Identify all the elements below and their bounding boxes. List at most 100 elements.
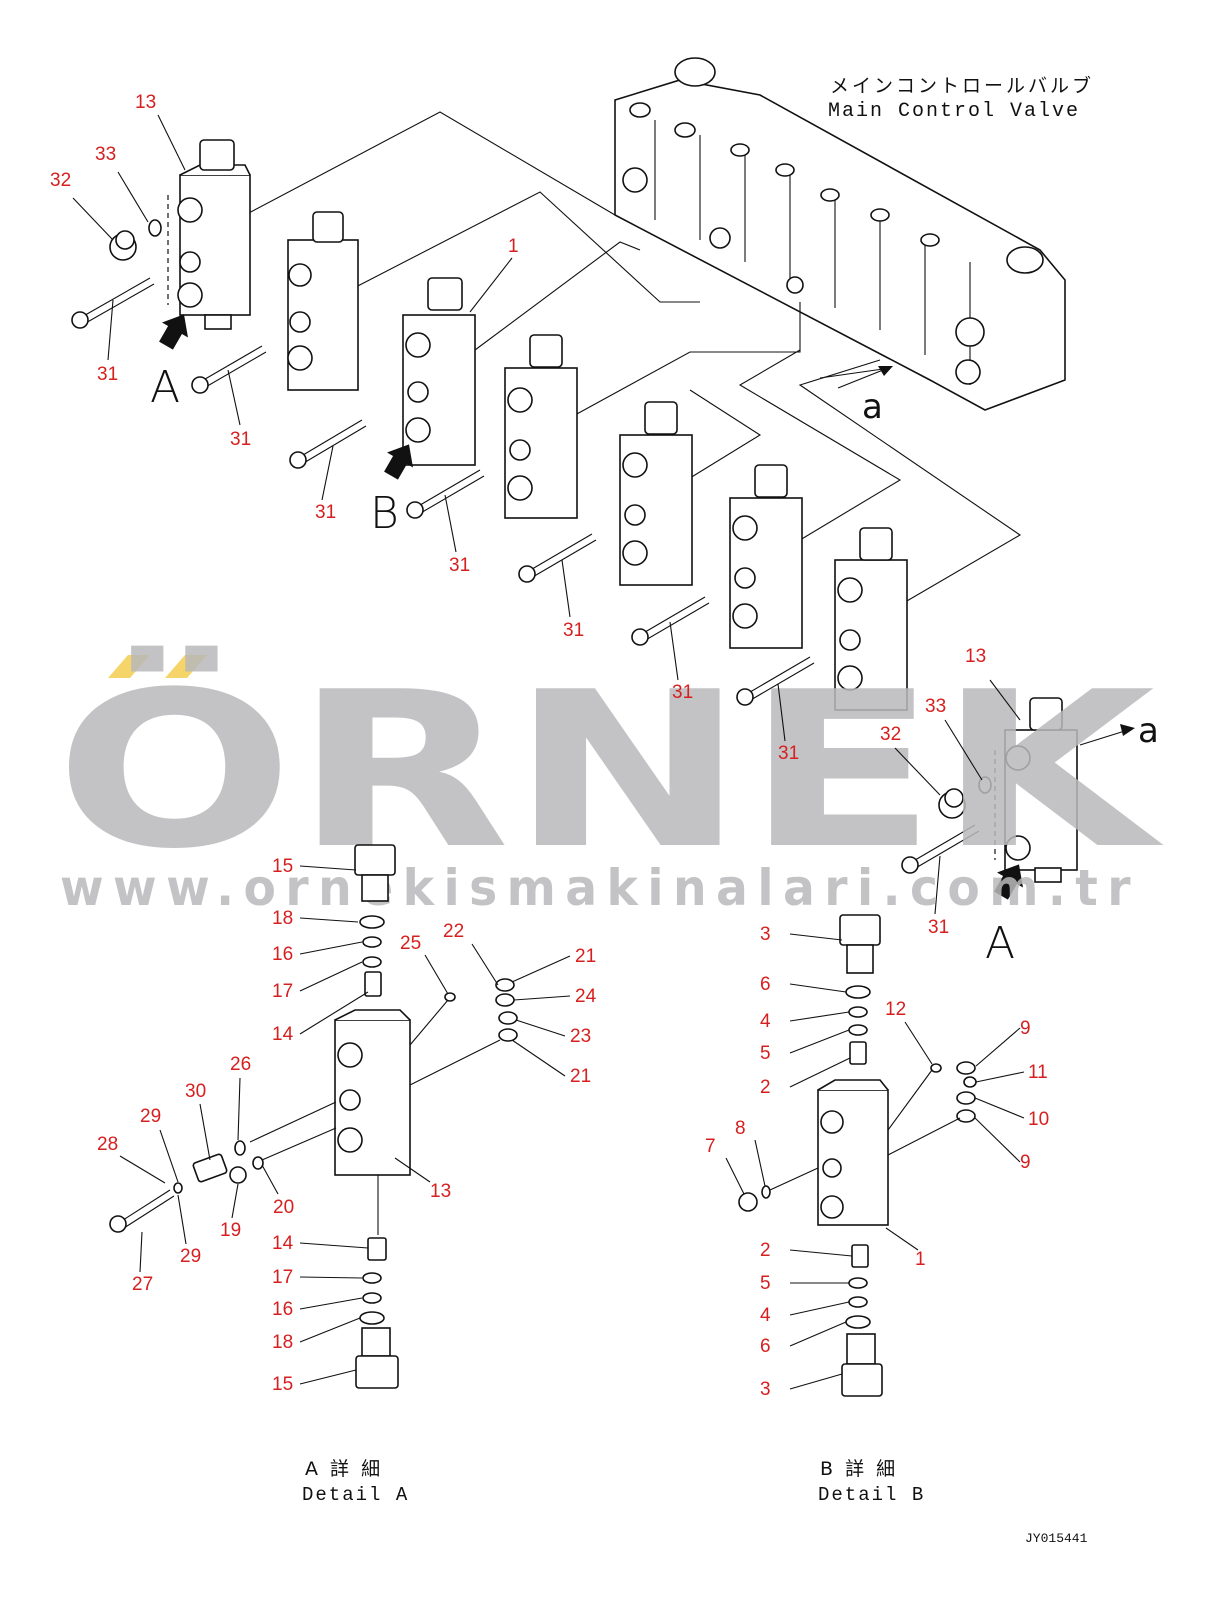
callout: 17: [272, 981, 293, 1002]
valve-block-6: [729, 464, 803, 649]
bolt-31-c: [289, 419, 367, 469]
callout: 22: [443, 921, 464, 942]
bolt-31-g: [736, 656, 815, 706]
callout: 13: [430, 1181, 451, 1202]
callout-leaders-detail-b: [725, 933, 1025, 1390]
bolt-31-a: [71, 277, 155, 329]
callout: 31: [449, 555, 470, 576]
watermark: ÖRNEK www.ornekismakinalari.com.tr: [55, 645, 1165, 917]
o-ring-33-right: [978, 776, 992, 794]
view-letter-a-top: a: [862, 387, 883, 427]
callout: 20: [273, 1197, 294, 1218]
callout: 21: [570, 1066, 591, 1087]
detail-b-caption-jp: B 詳 細: [820, 1458, 898, 1480]
watermark-accent-right: [165, 655, 207, 678]
title-jp: メインコントロールバルブ: [830, 74, 1094, 97]
callout: 3: [760, 1379, 771, 1400]
callout: 6: [760, 1336, 771, 1357]
callout: 32: [50, 170, 71, 191]
callout: 26: [230, 1054, 251, 1075]
detail-a-caption-jp: A 詳 細: [305, 1458, 383, 1480]
callout: 12: [885, 999, 906, 1020]
view-letter-a-right: a: [1138, 711, 1159, 751]
callout: 33: [95, 144, 116, 165]
callout: 15: [272, 1374, 293, 1395]
callout: 9: [1020, 1018, 1031, 1039]
plug-32-top: [109, 230, 137, 261]
callout: 16: [272, 1299, 293, 1320]
callout-leaders-detail-a: [119, 865, 571, 1385]
view-arrow-a-right: [1079, 729, 1129, 746]
view-letter-A-top: A: [150, 362, 180, 413]
callout: 29: [140, 1106, 161, 1127]
watermark-brand: ÖRNEK: [55, 645, 1165, 896]
detail-b-assembly: [738, 914, 977, 1397]
callout: 2: [760, 1240, 771, 1261]
view-letter-B: B: [370, 488, 399, 539]
callout: 1: [508, 236, 519, 257]
callout: 6: [760, 974, 771, 995]
callout: 31: [315, 502, 336, 523]
callout: 4: [760, 1011, 771, 1032]
callout: 9: [1020, 1152, 1031, 1173]
callout: 18: [272, 1332, 293, 1353]
callout: 27: [132, 1274, 153, 1295]
leader-lines: [244, 111, 1022, 606]
view-letter-A-right: A: [985, 918, 1015, 969]
callout: 16: [272, 944, 293, 965]
callout: 18: [272, 908, 293, 929]
callout: 31: [97, 364, 118, 385]
callout: 2: [760, 1077, 771, 1098]
callout: 10: [1028, 1109, 1049, 1130]
detail-a-assembly: [109, 844, 518, 1389]
valve-block-2: [287, 211, 359, 391]
drawing-code: JY015441: [1025, 1531, 1088, 1546]
callout: 5: [760, 1273, 771, 1294]
plug-32-right: [938, 788, 966, 819]
valve-block-1: [402, 277, 476, 466]
bolt-31-f: [631, 596, 710, 646]
callout: 31: [778, 743, 799, 764]
callouts-top: 13 33 32 31 31 1 31 31 31 31 31 31 13 33…: [50, 92, 986, 938]
main-control-valve: [614, 57, 1066, 411]
callout: 8: [735, 1118, 746, 1139]
callout: 29: [180, 1246, 201, 1267]
view-arrow-a-top: [837, 367, 889, 389]
callout: 25: [400, 933, 421, 954]
valve-block-7: [834, 527, 908, 711]
valve-block-4: [504, 334, 578, 519]
callout: 24: [575, 986, 597, 1007]
callout: 19: [220, 1220, 241, 1241]
callout: 31: [928, 917, 949, 938]
callouts-detail-a: 15 18 16 17 14 25 22 21 24 23 21 26 30 2…: [97, 856, 597, 1395]
callout: 28: [97, 1134, 118, 1155]
callout: 4: [760, 1305, 771, 1326]
bolt-31-h: [901, 824, 980, 874]
callout: 31: [563, 620, 584, 641]
callout: 15: [272, 856, 293, 877]
view-arrow-A-top: [159, 314, 188, 350]
callout: 1: [915, 1249, 926, 1270]
bolt-31-d: [406, 469, 485, 519]
callout: 31: [230, 429, 251, 450]
callout: 30: [185, 1081, 206, 1102]
arrowhead-a-right: [1120, 724, 1135, 736]
callouts-detail-b: 3 6 4 5 2 12 9 11 10 9 7 8 1 2 5 4 6 3: [705, 924, 1049, 1400]
callout: 5: [760, 1043, 771, 1064]
valve-block-5: [619, 401, 693, 586]
valve-block-13-right: [994, 697, 1078, 883]
callout: 11: [1028, 1062, 1048, 1083]
callout-leaders-top: [72, 114, 1021, 915]
callout: 14: [272, 1233, 294, 1254]
callout: 17: [272, 1267, 293, 1288]
bolt-31-e: [518, 533, 597, 583]
o-ring-33-top: [148, 219, 162, 237]
bolt-31-b: [191, 345, 267, 394]
callout: 21: [575, 946, 596, 967]
detail-b-caption-en: Detail B: [818, 1484, 925, 1506]
callout: 13: [965, 646, 986, 667]
callout: 14: [272, 1024, 294, 1045]
callout: 33: [925, 696, 946, 717]
watermark-url: www.ornekismakinalari.com.tr: [60, 859, 1140, 917]
